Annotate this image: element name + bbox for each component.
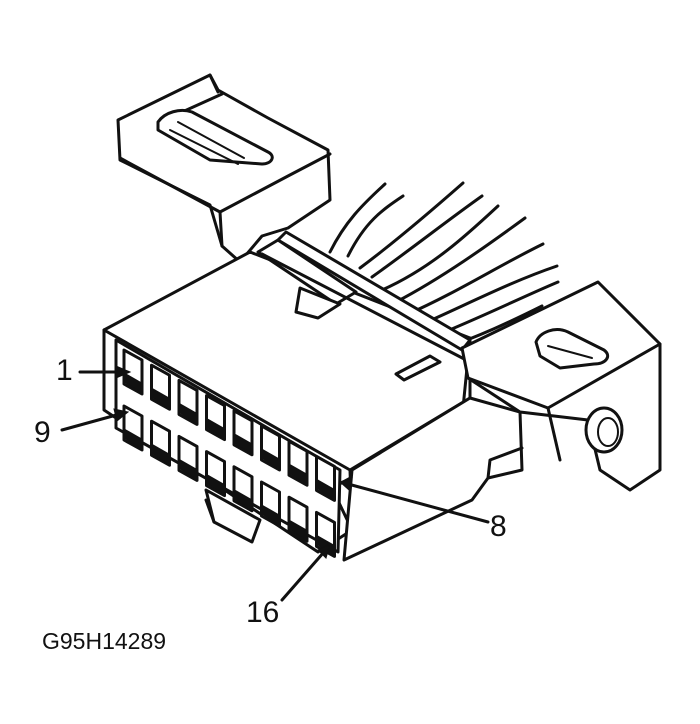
pin-16-label: 16 [246,596,280,629]
pin-contact [180,403,196,424]
connector-face [114,338,342,558]
wire-bundle [328,181,560,352]
pin-contact [235,489,251,510]
right-mounting-ear [460,280,662,492]
bottom-latch-tab [204,488,262,544]
pin-contact [318,479,333,500]
pin-contact [125,429,141,449]
left-mounting-ear [116,73,332,264]
pin-contact [208,418,223,439]
pin-8-label: 8 [490,510,507,543]
pin-contact [263,505,278,525]
pin-contact [263,449,278,469]
pin-contact [180,459,196,480]
pin-contact [290,520,306,541]
pin-contact [153,444,168,465]
pin-contact [125,373,141,393]
latch-rail [256,230,472,382]
pin-contact [318,535,333,556]
pin-contact [153,388,168,409]
pin-contact [208,474,223,495]
pin-9-label: 9 [34,416,51,449]
pin-contact [235,433,251,454]
pin-contact [290,464,306,485]
figure-code: G95H14289 [42,628,167,654]
leader-lines [60,365,490,602]
pin-1-label: 1 [56,354,73,387]
